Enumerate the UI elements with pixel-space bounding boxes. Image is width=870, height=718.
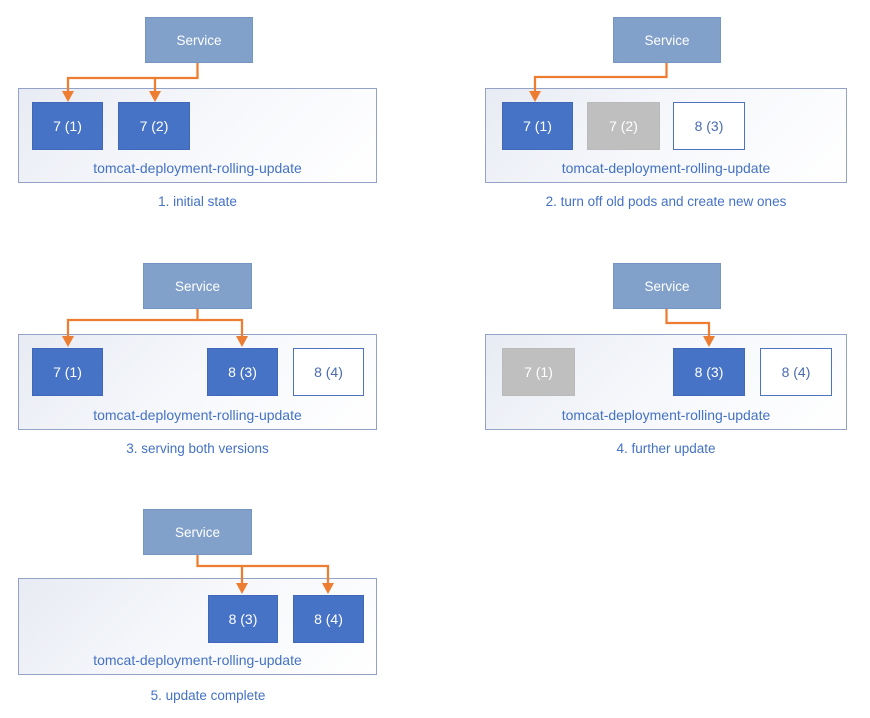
panel-caption: 3. serving both versions <box>126 441 269 456</box>
pod: 8 (4) <box>293 348 364 396</box>
pod: 8 (4) <box>760 348 832 396</box>
panel-caption: 1. initial state <box>158 194 237 209</box>
pod: 7 (1) <box>502 102 573 150</box>
pod: 8 (3) <box>673 102 745 150</box>
deployment-label: tomcat-deployment-rolling-update <box>93 407 302 423</box>
pod: 7 (1) <box>32 348 103 396</box>
pod: 7 (1) <box>502 348 575 396</box>
pod: 7 (2) <box>587 102 660 150</box>
service-box: Service <box>143 263 252 309</box>
deployment-label: tomcat-deployment-rolling-update <box>93 652 302 668</box>
deployment-label: tomcat-deployment-rolling-update <box>93 160 302 176</box>
pod: 8 (3) <box>673 348 745 396</box>
service-box: Service <box>613 17 721 63</box>
panel-caption: 2. turn off old pods and create new ones <box>545 194 787 209</box>
deployment-label: tomcat-deployment-rolling-update <box>561 407 771 423</box>
pod: 8 (3) <box>208 595 278 643</box>
deployment-box: 7 (1) 7 (2) tomcat-deployment-rolling-up… <box>18 88 377 183</box>
pod: 8 (4) <box>293 595 364 643</box>
pod: 8 (3) <box>207 348 278 396</box>
deployment-box: 7 (1) 8 (3) 8 (4) tomcat-deployment-roll… <box>485 334 847 430</box>
service-box: Service <box>143 509 252 555</box>
service-box: Service <box>145 17 253 63</box>
service-box: Service <box>613 263 721 309</box>
deployment-box: 7 (1) 7 (2) 8 (3) tomcat-deployment-roll… <box>485 88 847 183</box>
panel-caption: 4. further update <box>616 441 716 456</box>
pod: 7 (1) <box>32 102 103 150</box>
deployment-label: tomcat-deployment-rolling-update <box>561 160 771 176</box>
panel-caption: 5. update complete <box>150 688 266 703</box>
deployment-box: 8 (3) 8 (4) tomcat-deployment-rolling-up… <box>18 578 377 675</box>
pod: 7 (2) <box>118 102 190 150</box>
deployment-box: 7 (1) 8 (3) 8 (4) tomcat-deployment-roll… <box>18 334 377 430</box>
